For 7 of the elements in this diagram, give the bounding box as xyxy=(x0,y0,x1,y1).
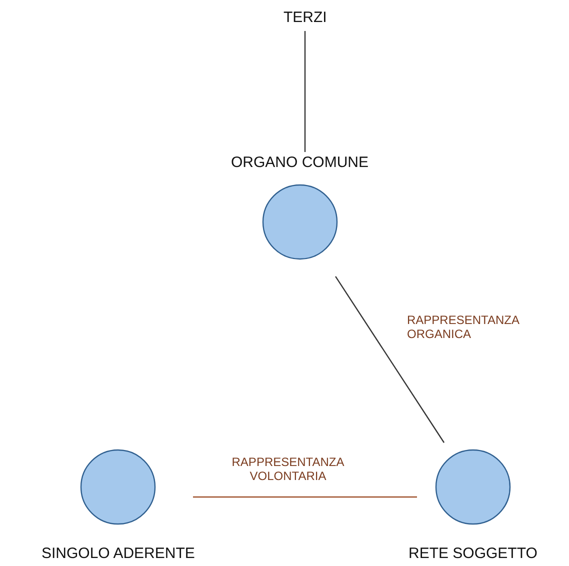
connector-line xyxy=(335,276,445,443)
node-label: SINGOLO ADERENTE xyxy=(42,545,195,563)
connector-line xyxy=(304,31,306,152)
node-label: TERZI xyxy=(284,9,327,27)
node-label: ORGANO COMUNE xyxy=(231,154,369,172)
connector-line xyxy=(193,496,417,498)
node-label: RETE SOGGETTO xyxy=(408,545,538,563)
